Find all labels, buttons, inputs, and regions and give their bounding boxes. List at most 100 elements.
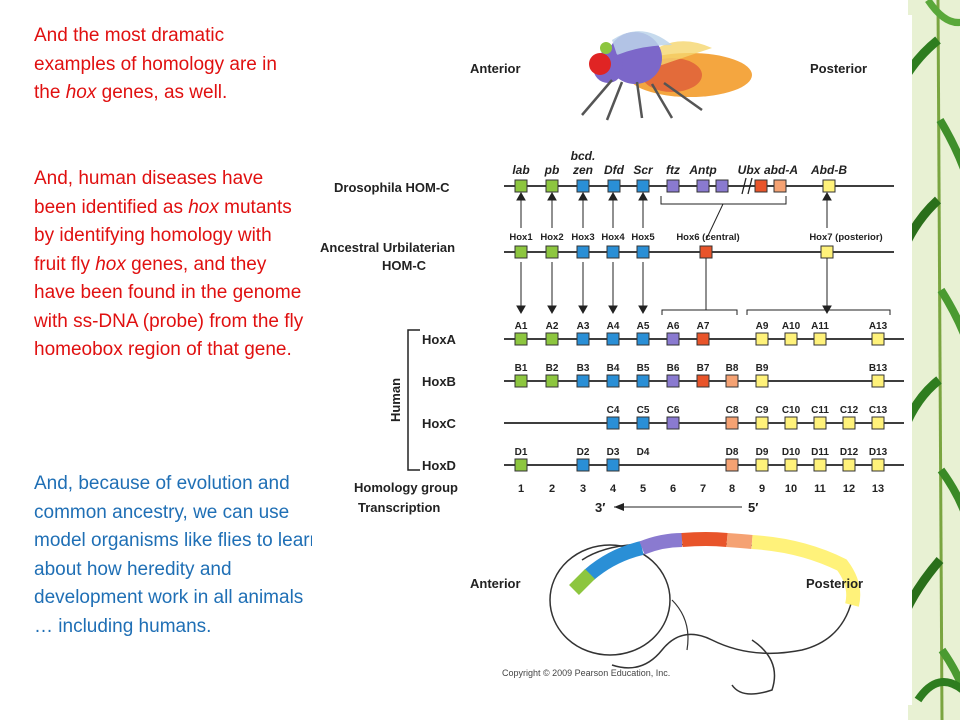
ancestral-label-hox3: Hox3 bbox=[571, 232, 594, 243]
anterior-label-top: Anterior bbox=[470, 61, 521, 76]
hox-box-a3 bbox=[576, 332, 590, 346]
posterior-label-top: Posterior bbox=[810, 61, 867, 76]
gene-label-scr: Scr bbox=[633, 163, 654, 177]
fly-box-scr bbox=[636, 179, 650, 193]
hoxd-label: HoxD bbox=[422, 458, 456, 473]
human-embryo-illustration bbox=[549, 532, 861, 695]
hox-box-a1 bbox=[514, 332, 528, 346]
hoxb-cluster: HoxB B1 B2 B3 B4 B5 B6 B7 B8 B9 B13 bbox=[422, 363, 904, 389]
gene-label-d1: D1 bbox=[515, 447, 528, 458]
copyright-text: Copyright © 2009 Pearson Education, Inc. bbox=[502, 668, 670, 678]
hox-box-a11 bbox=[813, 332, 827, 346]
hox-box-d13 bbox=[871, 458, 885, 472]
para1-hox-italic: hox bbox=[65, 82, 97, 103]
gene-label-ubx: Ubx bbox=[738, 163, 762, 177]
ancestral-label-hox5: Hox5 bbox=[631, 232, 655, 243]
gene-label-b9: B9 bbox=[756, 363, 769, 374]
gene-label-a1: A1 bbox=[515, 321, 528, 332]
homology-group-3: 3 bbox=[580, 483, 586, 495]
gene-label-b3: B3 bbox=[577, 363, 590, 374]
gene-label-b4: B4 bbox=[607, 363, 620, 374]
fly-box-zen bbox=[576, 179, 590, 193]
hox-box-c10 bbox=[784, 416, 798, 430]
gene-label-d13: D13 bbox=[869, 447, 888, 458]
homology-group-6: 6 bbox=[670, 483, 676, 495]
gene-label-d10: D10 bbox=[782, 447, 801, 458]
homology-group-numbers: 1 2 3 4 5 6 7 8 9 10 11 12 13 bbox=[518, 483, 884, 495]
transcription-label: Transcription bbox=[358, 500, 440, 515]
gene-label-lab: lab bbox=[512, 163, 529, 177]
hox-box-b6 bbox=[666, 374, 680, 388]
fly-box-antp-2 bbox=[715, 179, 729, 193]
homology-group-2: 2 bbox=[549, 483, 555, 495]
gene-label-a9: A9 bbox=[756, 321, 769, 332]
ancestral-label-hox6: Hox6 (central) bbox=[676, 232, 739, 243]
gene-label-d12: D12 bbox=[840, 447, 859, 458]
hox-box-c6 bbox=[666, 416, 680, 430]
transcription-5prime: 5′ bbox=[748, 500, 758, 515]
hox-figure-svg: Anterior Posterior Drosophila HOM-C lab … bbox=[312, 15, 912, 705]
hox-box-d10 bbox=[784, 458, 798, 472]
gene-label-d8: D8 bbox=[726, 447, 739, 458]
hox-box-a2 bbox=[545, 332, 559, 346]
ancestral-box-hox4 bbox=[606, 245, 620, 259]
homology-group-5: 5 bbox=[640, 483, 646, 495]
hox-box-c9 bbox=[755, 416, 769, 430]
gene-label-a4: A4 bbox=[607, 321, 620, 332]
hox-box-d3 bbox=[576, 458, 590, 472]
hoxb-label: HoxB bbox=[422, 374, 456, 389]
hox-box-c13 bbox=[871, 416, 885, 430]
hox-box-b3 bbox=[576, 374, 590, 388]
gene-label-b1: B1 bbox=[515, 363, 528, 374]
gene-label-bcd: bcd. bbox=[571, 149, 596, 163]
fly-box-lab bbox=[514, 179, 528, 193]
paragraph-model-organisms: And, because of evolution and common anc… bbox=[34, 473, 321, 637]
hox-box-c12 bbox=[842, 416, 856, 430]
gene-label-a11: A11 bbox=[811, 321, 829, 332]
gene-label-b8: B8 bbox=[726, 363, 739, 374]
paragraph-human-diseases: And, human diseases have been identified… bbox=[34, 165, 306, 365]
homology-group-4: 4 bbox=[610, 483, 617, 495]
anterior-label-bottom: Anterior bbox=[470, 576, 521, 591]
hox-box-a7 bbox=[696, 332, 710, 346]
gene-label-a5: A5 bbox=[637, 321, 650, 332]
posterior-label-bottom: Posterior bbox=[806, 576, 863, 591]
gene-label-d11: D11 bbox=[811, 447, 829, 458]
gene-label-c5: C5 bbox=[637, 405, 650, 416]
gene-label-b6: B6 bbox=[667, 363, 680, 374]
ancestral-label-line1: Ancestral Urbilaterian bbox=[320, 240, 455, 255]
hoxd-cluster: HoxD D1 D2 D3 D4 D8 D9 D10 D11 D12 D13 bbox=[422, 447, 904, 473]
fly-box-abd-b bbox=[822, 179, 836, 193]
para1-text-b: genes, as well. bbox=[96, 82, 228, 103]
ancestral-box-hox3 bbox=[576, 245, 590, 259]
gene-label-b5: B5 bbox=[637, 363, 650, 374]
hox-box-a13 bbox=[871, 332, 885, 346]
gene-label-abd-b: Abd-B bbox=[810, 163, 847, 177]
fly-illustration bbox=[581, 31, 752, 121]
ancestral-label-hox2: Hox2 bbox=[540, 232, 563, 243]
homology-group-11: 11 bbox=[814, 483, 826, 495]
bamboo-leaves-decoration bbox=[908, 0, 960, 720]
fly-box-abd-a bbox=[773, 179, 787, 193]
ancestral-label-hox7: Hox7 (posterior) bbox=[809, 232, 882, 243]
gene-label-c10: C10 bbox=[782, 405, 801, 416]
gene-label-b7: B7 bbox=[697, 363, 710, 374]
gene-label-d2: D2 bbox=[577, 447, 590, 458]
gene-label-d4: D4 bbox=[637, 447, 650, 458]
ancestral-box-hox5 bbox=[636, 245, 650, 259]
bamboo-border bbox=[908, 0, 960, 720]
hox-box-a5 bbox=[636, 332, 650, 346]
fly-gene-boxes bbox=[514, 179, 836, 193]
ancestral-box-hox7 bbox=[820, 245, 834, 259]
gene-label-a7: A7 bbox=[697, 321, 710, 332]
hox-box-b7 bbox=[696, 374, 710, 388]
gene-label-antp: Antp bbox=[688, 163, 716, 177]
hox-box-b4 bbox=[606, 374, 620, 388]
hox-box-c5 bbox=[636, 416, 650, 430]
ancestral-label-line2: HOM-C bbox=[382, 258, 427, 273]
hox-box-a6 bbox=[666, 332, 680, 346]
human-hox-clusters: HoxA A1 A2 A3 A4 A5 A6 A7 A9 A10 A11 A13 bbox=[422, 321, 904, 473]
para2-hox-italic-2: hox bbox=[95, 253, 126, 275]
para2-text-b: mutants by identifying homology with fru… bbox=[34, 196, 292, 275]
gene-label-c4: C4 bbox=[607, 405, 620, 416]
